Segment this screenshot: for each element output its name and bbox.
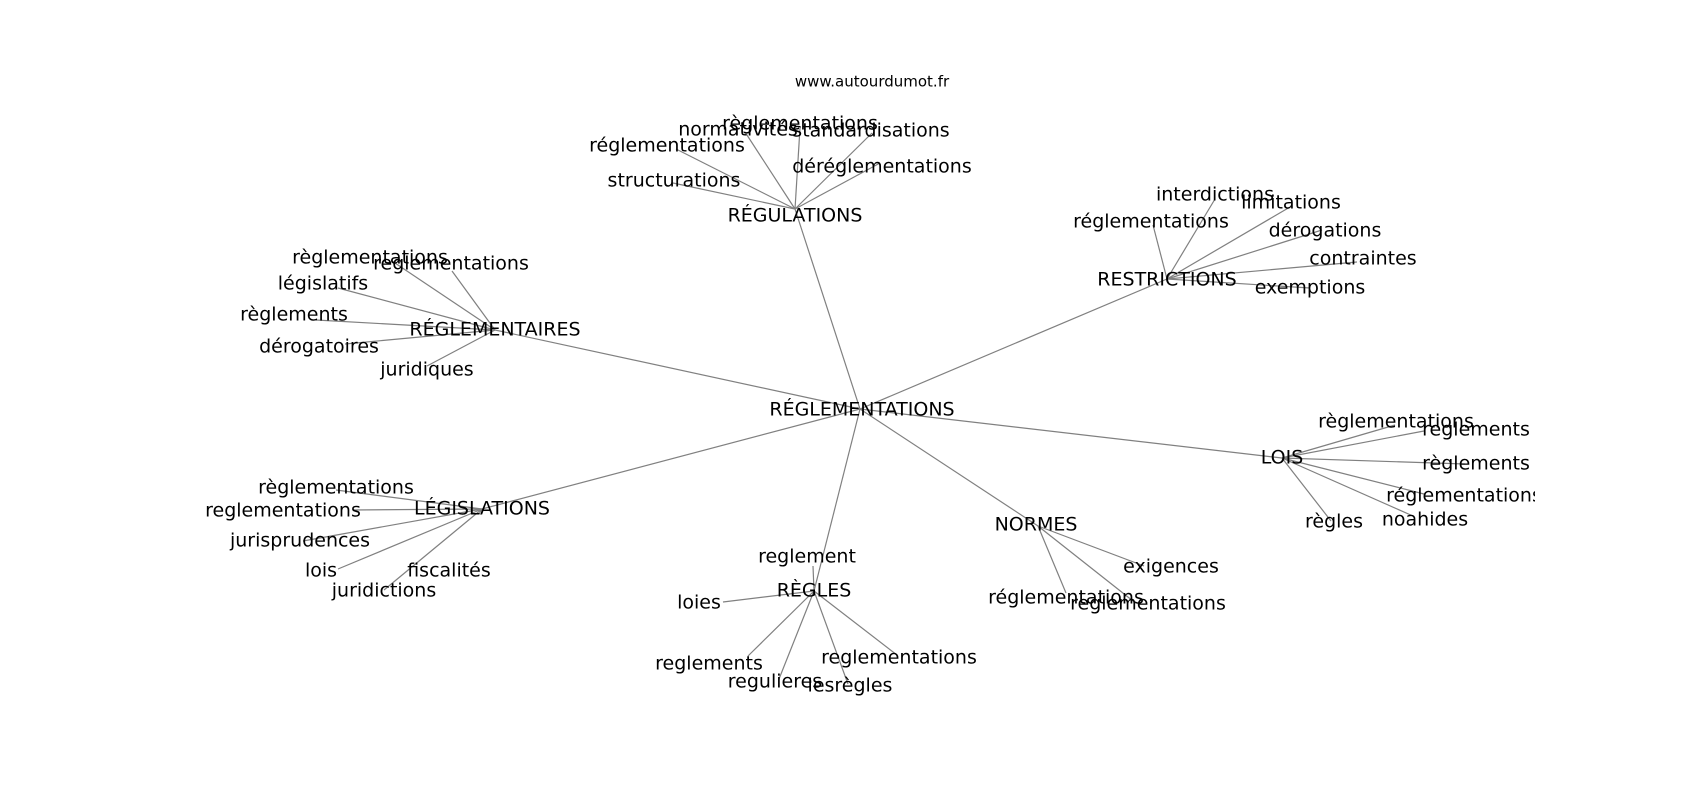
leaf-node-label[interactable]: jurisprudences (229, 530, 370, 552)
edge-cluster-to-leaf (352, 508, 483, 511)
edge-cluster-to-leaf (391, 260, 496, 331)
leaf-node-label[interactable]: contraintes (1309, 248, 1416, 270)
edge-cluster-to-leaf (315, 319, 496, 331)
edge-cluster-to-leaf (1166, 261, 1358, 280)
edge-cluster-to-leaf (778, 590, 815, 680)
leaf-node-label[interactable]: reglements (655, 653, 763, 675)
edge-cluster-to-leaf (813, 590, 898, 656)
edge-cluster-to-leaf (812, 565, 815, 592)
leaf-node-label[interactable]: réglementations (589, 135, 745, 157)
edge-cluster-to-leaf (302, 508, 483, 542)
edge-cluster-to-leaf (675, 148, 796, 210)
edge-cluster-to-leaf (1281, 457, 1332, 522)
leaf-node-label[interactable]: interdictions (1156, 184, 1274, 206)
edge-cluster-to-leaf (1152, 224, 1168, 280)
edge-cluster-to-leaf (335, 489, 483, 510)
leaf-node-label[interactable]: exemptions (1255, 277, 1366, 299)
edge-cluster-to-leaf (794, 132, 873, 210)
graph-labels: RÉGLEMENTATIONS RÉGULATIONS règlementation… (205, 113, 1542, 697)
leaf-node-label[interactable]: reglements (1422, 419, 1530, 441)
leaf-node-label[interactable]: réglementations (1073, 211, 1229, 233)
edge-center-to-cluster (859, 408, 1039, 527)
edge-cluster-to-leaf (1166, 198, 1216, 280)
edge-cluster-to-leaf (1281, 457, 1414, 517)
cluster-node-label[interactable]: LÉGISLATIONS (414, 497, 550, 520)
leaf-node-label[interactable]: lois (305, 560, 337, 582)
leaf-node-label[interactable]: réglementations (1386, 485, 1542, 507)
edge-center-to-cluster (481, 408, 861, 510)
leaf-node-label[interactable]: reglement (758, 546, 856, 568)
leaf-node-label[interactable]: règlementations (258, 477, 414, 499)
source-watermark: www.autourdumot.fr (795, 73, 950, 91)
edge-cluster-to-leaf (337, 508, 483, 570)
edge-cluster-to-leaf (1037, 525, 1145, 567)
leaf-node-label[interactable]: règlementations (1318, 411, 1474, 433)
leaf-node-label[interactable]: standardisations (792, 120, 949, 142)
leaf-node-label[interactable]: structurations (608, 170, 741, 192)
leaf-node-label[interactable]: reglementations (821, 647, 977, 669)
edge-cluster-to-leaf (794, 162, 881, 210)
cluster-node-label[interactable]: RÉGLEMENTAIRES (409, 318, 580, 341)
cluster-node-label[interactable]: RESTRICTIONS (1097, 269, 1236, 291)
edge-center-to-cluster (813, 408, 861, 592)
leaf-node-label[interactable]: exigences (1123, 556, 1219, 578)
leaf-node-label[interactable]: règlementations (292, 247, 448, 269)
edge-cluster-to-leaf (1166, 229, 1323, 280)
edge-cluster-to-leaf (722, 590, 815, 603)
edge-cluster-to-leaf (1037, 525, 1134, 602)
edge-cluster-to-leaf (747, 590, 815, 657)
leaf-node-label[interactable]: reglementations (373, 253, 529, 275)
edge-center-to-cluster (859, 408, 1283, 459)
edge-cluster-to-leaf (1281, 457, 1425, 495)
edge-cluster-to-leaf (1281, 457, 1466, 465)
edge-cluster-to-leaf (794, 127, 801, 210)
leaf-node-label[interactable]: règlementations (722, 113, 878, 135)
edge-cluster-to-leaf (1281, 430, 1425, 459)
leaf-node-label[interactable]: règlements (240, 304, 348, 326)
edge-cluster-to-leaf (1166, 278, 1311, 289)
leaf-node-label[interactable]: normativités (678, 119, 798, 141)
leaf-node-label[interactable]: juridictions (331, 580, 437, 602)
edge-cluster-to-leaf (744, 131, 796, 210)
edge-center-to-cluster (859, 278, 1168, 410)
edge-cluster-to-leaf (337, 287, 496, 331)
leaf-node-label[interactable]: règlements (1422, 453, 1530, 475)
edge-center-to-cluster (794, 208, 861, 410)
graph-edges (302, 127, 1466, 685)
leaf-node-label[interactable]: loies (677, 592, 721, 614)
edge-cluster-to-leaf (672, 182, 796, 210)
cluster-node-label[interactable]: RÈGLES (777, 579, 852, 602)
edge-cluster-to-leaf (344, 329, 496, 345)
edge-cluster-to-leaf (383, 508, 483, 591)
leaf-node-label[interactable]: lesrègles (808, 675, 893, 697)
leaf-node-label[interactable]: législatifs (278, 273, 368, 295)
leaf-node-label[interactable]: reglementations (205, 500, 361, 522)
leaf-node-label[interactable]: regulieres (728, 671, 822, 693)
leaf-node-label[interactable]: dérogatoires (259, 336, 379, 358)
edge-cluster-to-leaf (1166, 206, 1291, 280)
cluster-node-label[interactable]: RÉGULATIONS (728, 204, 863, 227)
leaf-node-label[interactable]: juridiques (379, 359, 473, 381)
edge-cluster-to-leaf (451, 270, 496, 331)
cluster-node-label[interactable]: NORMES (995, 514, 1078, 536)
leaf-node-label[interactable]: reglementations (1070, 593, 1226, 615)
center-node-label[interactable]: RÉGLEMENTATIONS (769, 398, 954, 421)
leaf-node-label[interactable]: fiscalités (407, 560, 491, 582)
leaf-node-label[interactable]: déréglementations (792, 156, 972, 178)
leaf-node-label[interactable]: limitations (1241, 192, 1341, 214)
cluster-node-label[interactable]: LOIS (1261, 447, 1304, 469)
leaf-node-label[interactable]: dérogations (1269, 220, 1382, 242)
edge-cluster-to-leaf (813, 590, 849, 685)
edge-center-to-cluster (494, 329, 861, 410)
edge-cluster-to-leaf (426, 329, 496, 367)
leaf-node-label[interactable]: règles (1305, 511, 1363, 533)
edge-cluster-to-leaf (1037, 525, 1067, 594)
leaf-node-label[interactable]: noahides (1382, 509, 1468, 531)
edge-cluster-to-leaf (1281, 424, 1396, 459)
leaf-node-label[interactable]: réglementations (988, 587, 1144, 609)
